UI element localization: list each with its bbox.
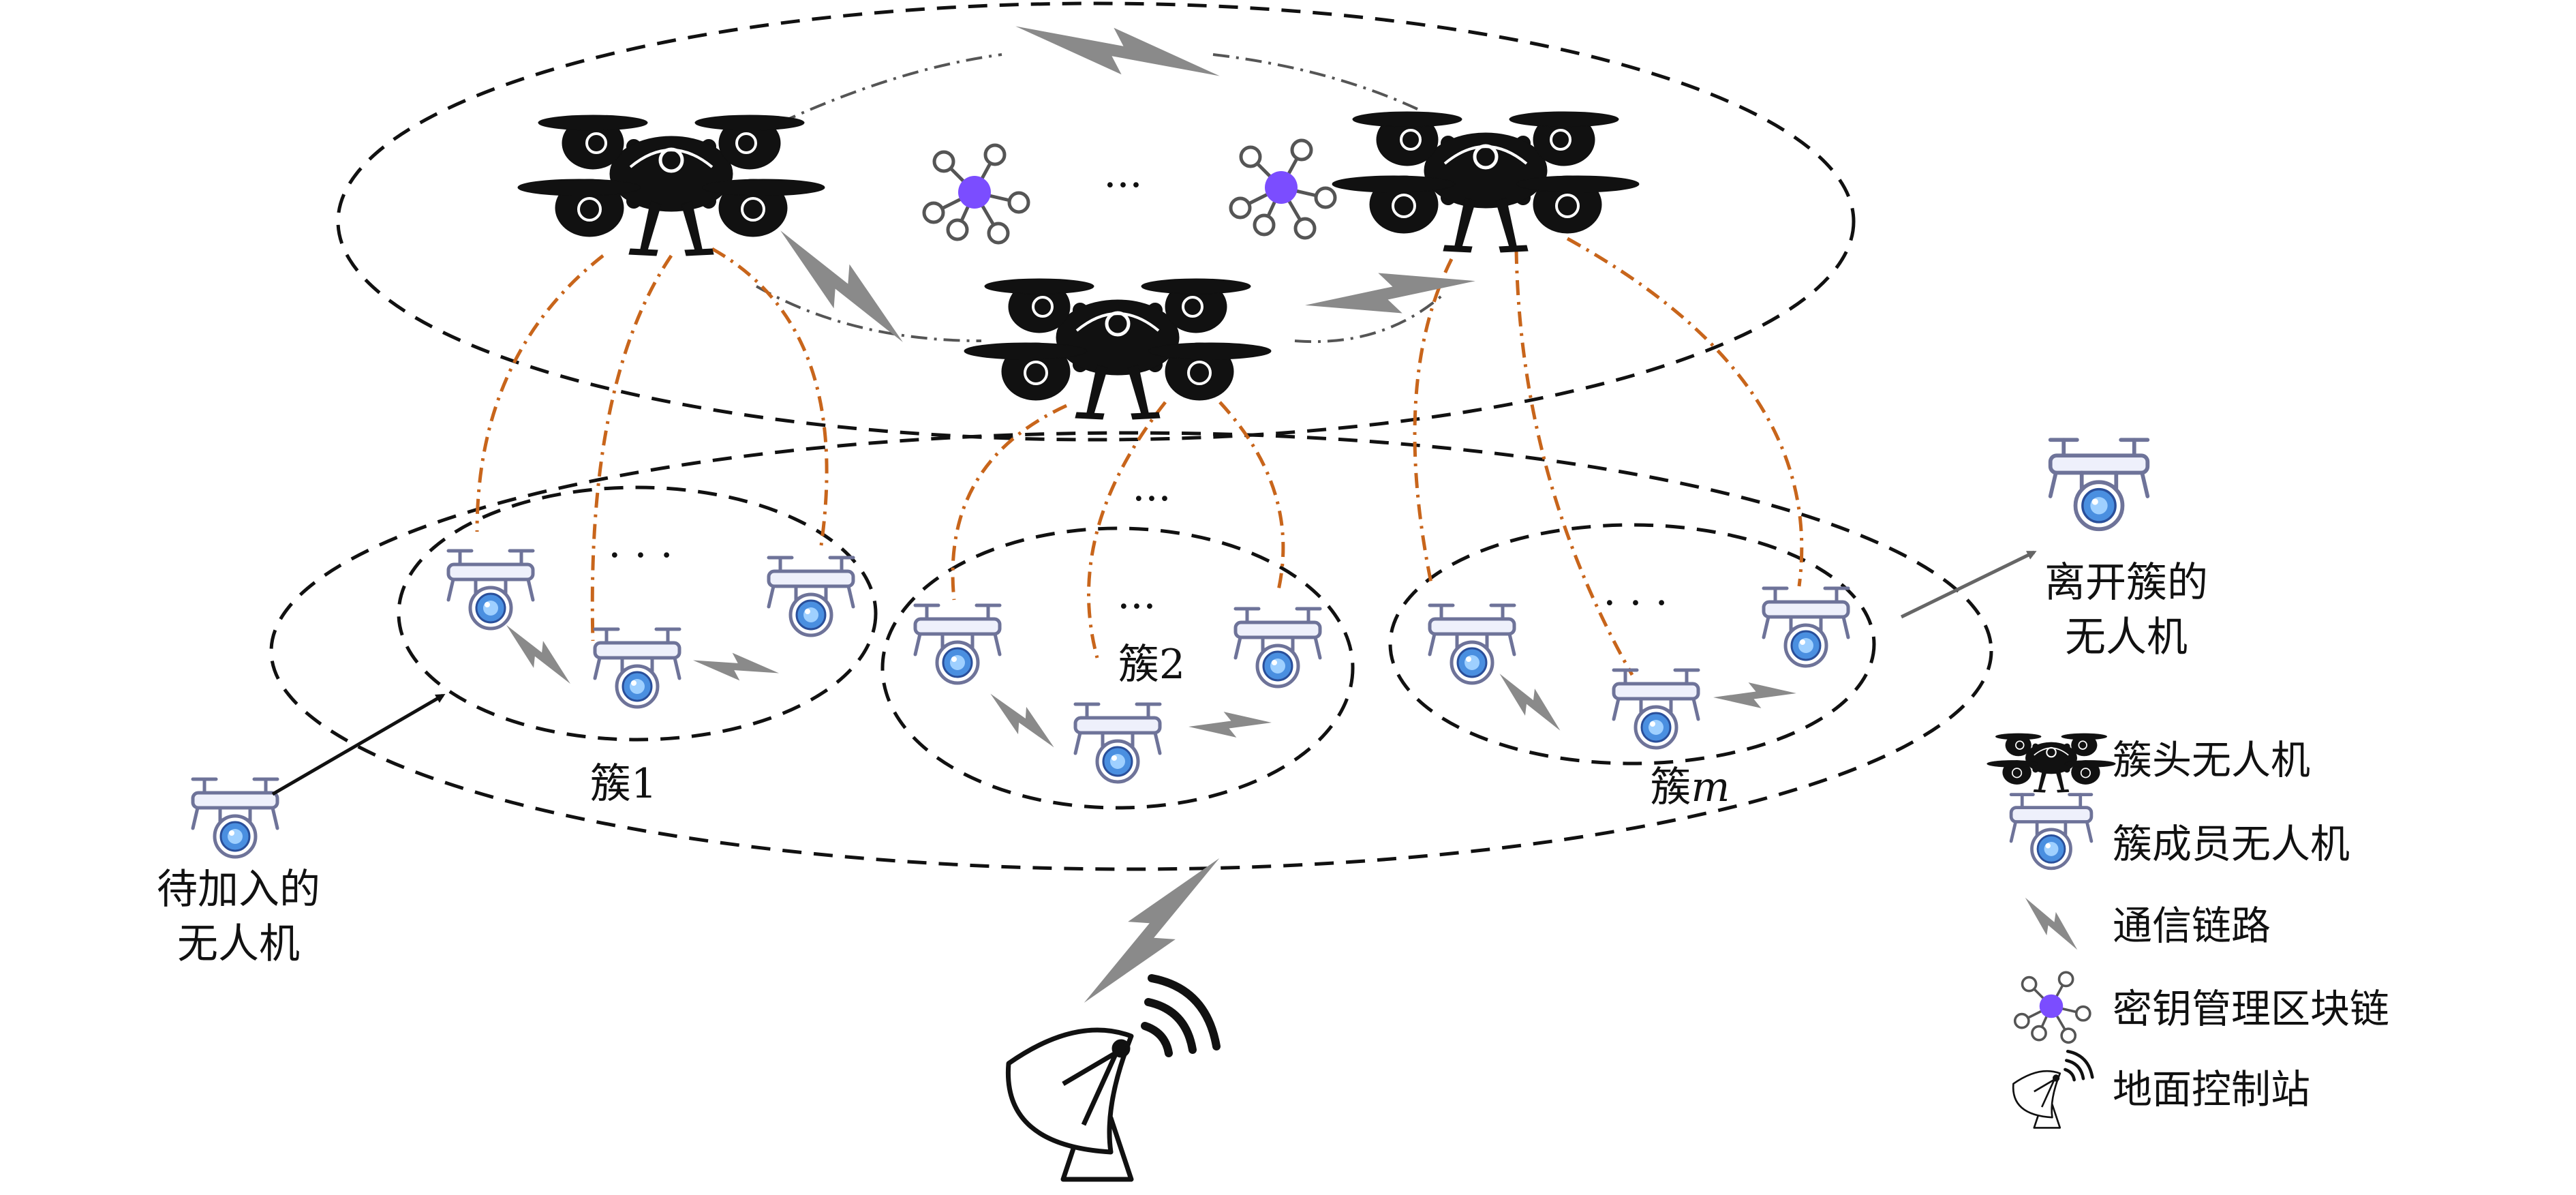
legend-label-2: 通信链路: [2113, 903, 2271, 949]
ground-control-station-icon: [1008, 978, 1216, 1179]
cluster-head-drone-icon: [1332, 112, 1639, 252]
cluster-member-drone-icon: [1236, 609, 1320, 686]
comm-link-ground-icon: [1079, 834, 1225, 1027]
cluster-head-layer-ellipse: [336, 1, 1856, 442]
head-links: [756, 53, 1446, 344]
cluster-member-drone-icon: [1430, 605, 1514, 683]
member-layer-ellipse: [269, 431, 1993, 871]
comm-link-c1b-icon: [692, 648, 780, 686]
cluster-member-drone-icon: [1075, 704, 1160, 782]
key-management-blockchain-icon: [924, 145, 1028, 243]
leaving-drone-icon: [2051, 440, 2148, 529]
legend-ground-control-station-icon: [2013, 1051, 2092, 1128]
comm-link-left-icon: [760, 226, 923, 347]
leave-label-line1: 离开簇的: [2044, 559, 2208, 607]
cluster-member-drone-icon: [915, 605, 1000, 683]
comm-link-c2b-icon: [1187, 699, 1273, 751]
cluster-member-drone-icon: [595, 629, 679, 707]
legend-label-1: 簇成员无人机: [2113, 821, 2350, 867]
ellipsis-top: ···: [1103, 162, 1142, 209]
legend: 簇头无人机 簇成员无人机 通信链路 密钥管理区块链 地面控制站: [1987, 733, 2389, 1128]
joining-drone-icon: [193, 779, 277, 857]
cluster-head-drone-icon: [518, 115, 825, 256]
cluster-member-drone-icon: [1764, 588, 1848, 666]
comm-link-c2a-icon: [979, 691, 1065, 751]
cluster-2-label: 簇2: [1118, 641, 1185, 689]
cluster-2-ellipse: [880, 526, 1355, 810]
ellipsis-cluster-2: ···: [1117, 583, 1156, 631]
legend-label-4: 地面控制站: [2113, 1066, 2310, 1113]
leave-label-line2: 无人机: [2065, 614, 2188, 661]
comm-link-c1a-icon: [494, 622, 583, 687]
cluster-head-drone-icon: [964, 279, 1271, 419]
cluster-1-label: 簇1: [590, 760, 657, 808]
comm-link-cma-icon: [1488, 670, 1572, 734]
cluster-member-drone-icon: [1614, 670, 1698, 748]
leave-arrow: [1900, 550, 2037, 619]
legend-label-3: 密钥管理区块链: [2113, 986, 2389, 1032]
legend-cluster-member-drone-icon: [2011, 795, 2091, 868]
legend-label-0: 簇头无人机: [2113, 737, 2310, 783]
comm-link-right-icon: [1303, 242, 1477, 344]
ellipsis-cluster-m: · · ·: [1603, 579, 1668, 627]
key-management-blockchain-icon: [1231, 140, 1335, 238]
ellipsis-cluster-1: · · ·: [608, 532, 673, 579]
cluster-1-ellipse: [397, 485, 878, 742]
join-arrow: [271, 693, 446, 796]
cluster-member-drone-icon: [769, 558, 853, 635]
join-label-line1: 待加入的: [157, 866, 320, 913]
cluster-m-label: 簇m: [1651, 763, 1730, 811]
join-label-line2: 无人机: [177, 920, 300, 968]
legend-key-management-blockchain-icon: [2013, 971, 2091, 1044]
comm-link-top-icon: [1013, 20, 1223, 82]
legend-communication-link-icon: [2014, 895, 2089, 952]
cluster-m-ellipse: [1388, 523, 1876, 766]
head-member-links: [475, 237, 1804, 676]
cluster-member-drone-icon: [448, 551, 533, 629]
comm-link-cmb-icon: [1712, 669, 1798, 721]
ellipsis-middle: ···: [1132, 475, 1171, 523]
legend-cluster-head-drone-icon: [1987, 733, 2116, 793]
